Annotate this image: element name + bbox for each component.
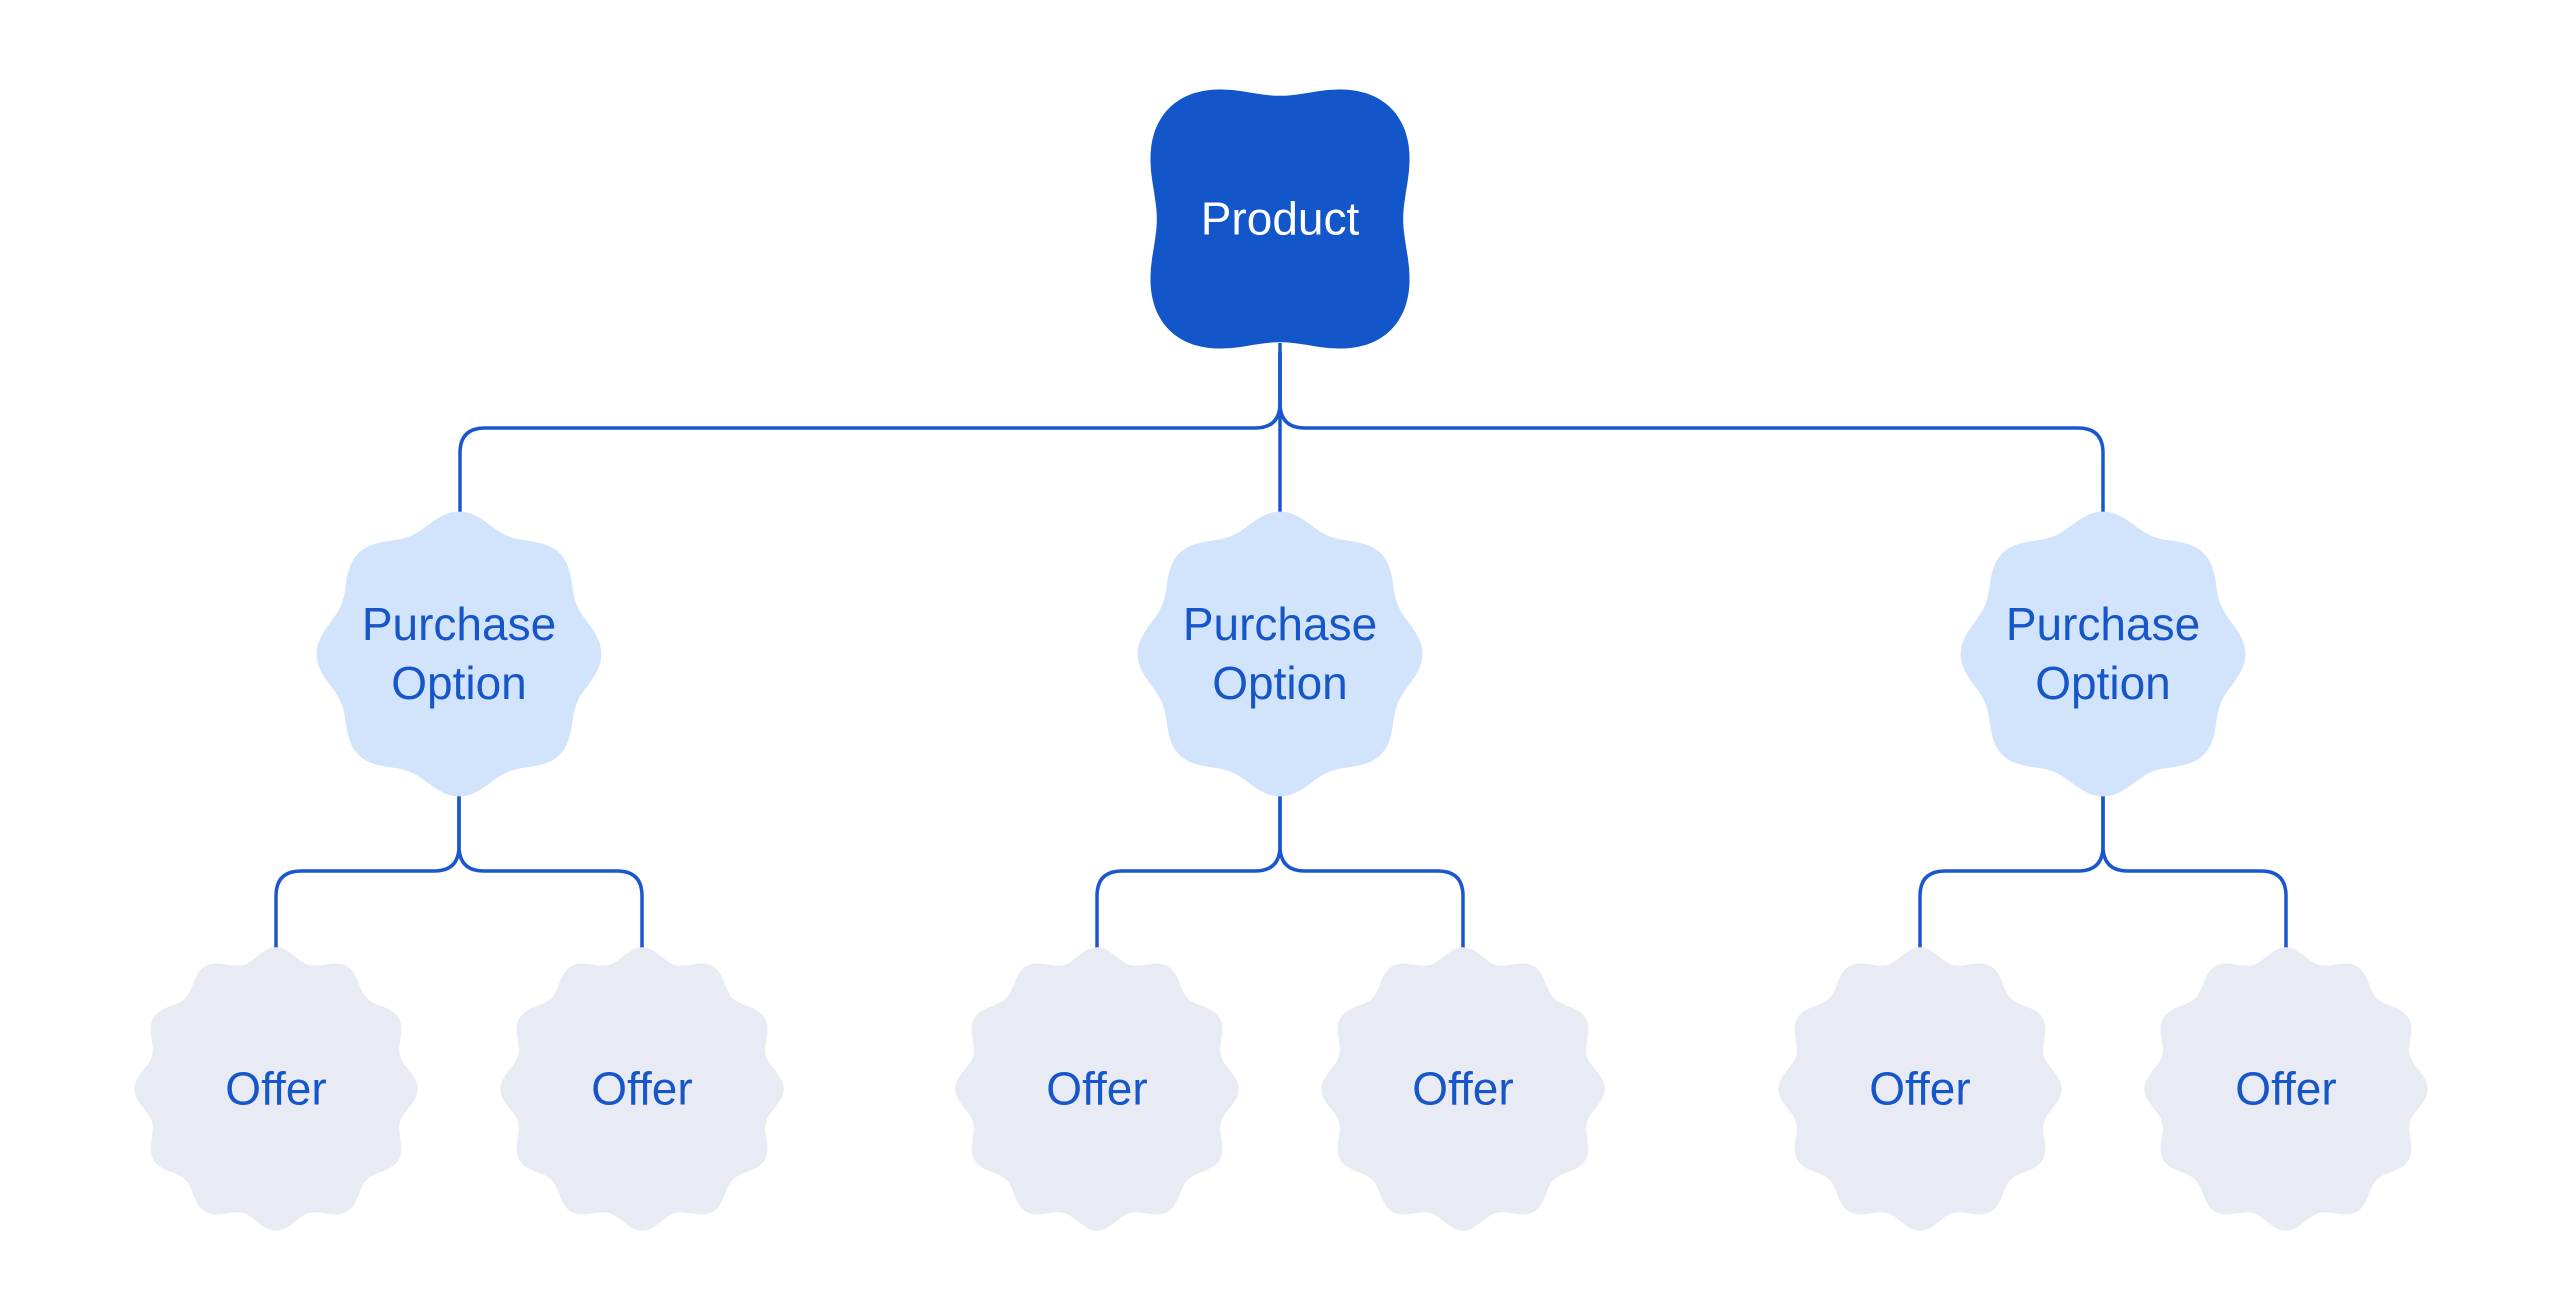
connector-option-2-to-offer-3: [1095, 790, 1282, 952]
offer-node-shape-2: [500, 947, 784, 1231]
connectors: [274, 343, 2288, 952]
product-node-shape: [1150, 89, 1410, 349]
offer-node-shape-3: [955, 947, 1239, 1231]
offer-node-shape-5: [1778, 947, 2062, 1231]
offer-node-shape-1: [134, 947, 418, 1231]
offer-node-shape-6: [2144, 947, 2428, 1231]
node-shapes: [134, 89, 2428, 1231]
purchase-option-node-shape-1: [316, 511, 602, 797]
connector-root-to-option-1: [458, 352, 1282, 516]
connector-option-2-to-offer-4: [1278, 790, 1465, 952]
connector-root-to-option-3: [1278, 352, 2105, 516]
offer-node-shape-4: [1321, 947, 1605, 1231]
connector-option-3-to-offer-5: [1918, 790, 2105, 952]
connector-option-1-to-offer-1: [274, 790, 461, 952]
connector-option-1-to-offer-2: [457, 790, 644, 952]
connector-option-3-to-offer-6: [2101, 790, 2288, 952]
purchase-option-node-shape-2: [1137, 511, 1423, 797]
purchase-option-node-shape-3: [1960, 511, 2246, 797]
